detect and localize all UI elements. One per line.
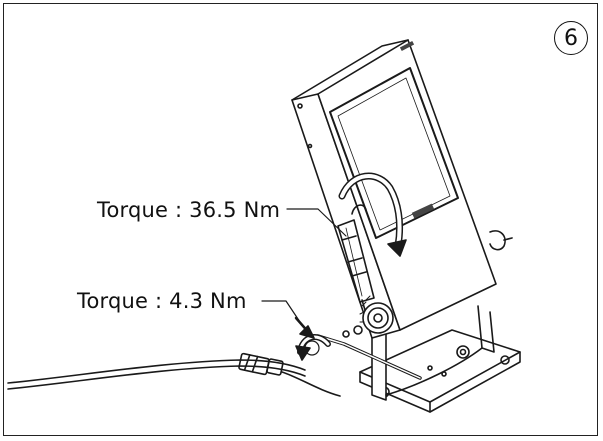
step-number-badge: 6 <box>554 21 588 55</box>
brand-label <box>411 203 435 219</box>
leader-line-upper <box>286 208 347 237</box>
pivot-tilt-knob <box>359 295 394 334</box>
cable-connector <box>238 352 284 376</box>
leader-line-lower <box>261 300 301 323</box>
lens-window <box>329 67 459 239</box>
step-number: 6 <box>564 25 578 51</box>
screwdriver-tool <box>337 204 375 321</box>
right-adjust-knob <box>489 230 506 251</box>
torque-callout-upper: Torque : 36.5 Nm <box>97 198 281 222</box>
torque-callout-lower: Torque : 4.3 Nm <box>77 289 247 313</box>
